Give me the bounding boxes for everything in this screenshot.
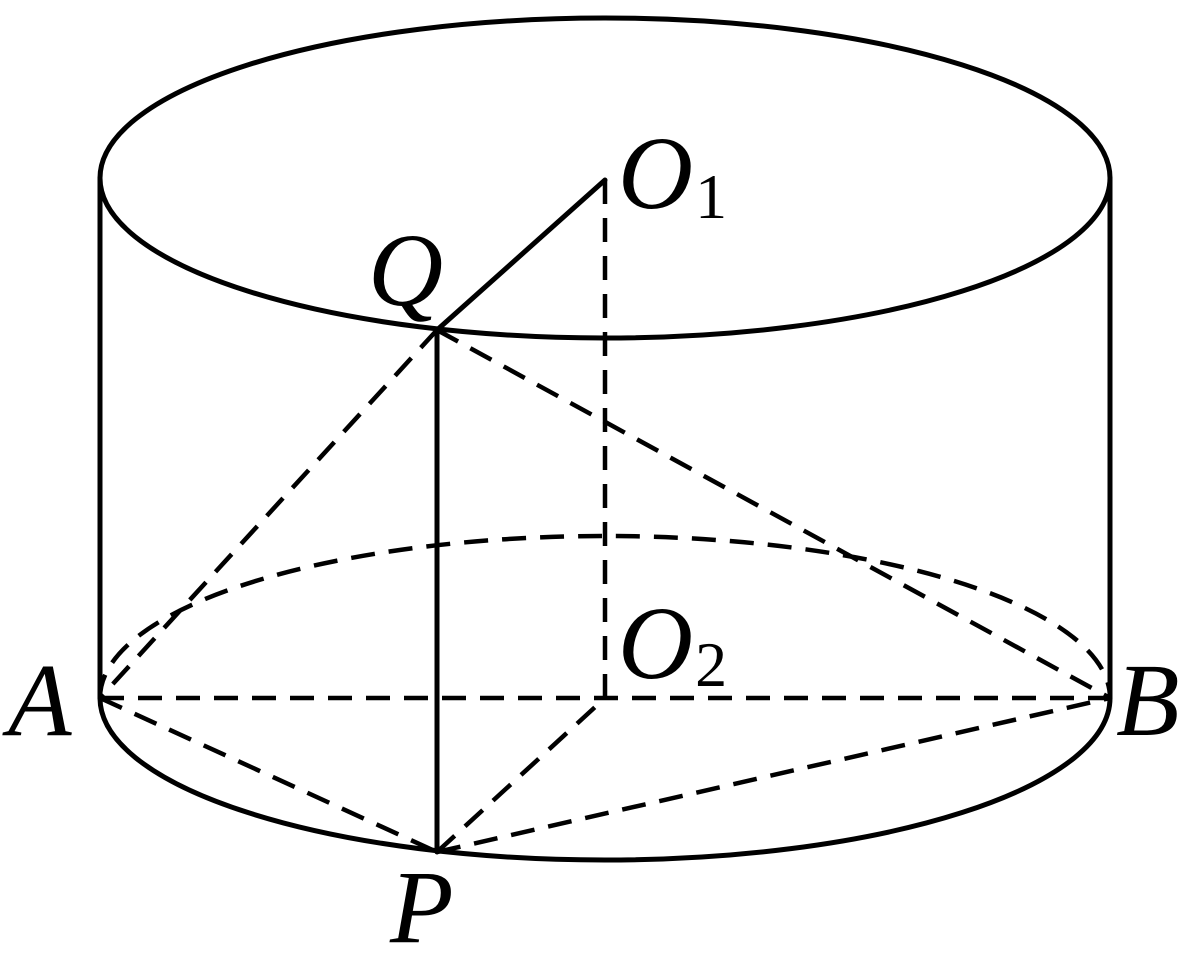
- segment-p-b: [436, 695, 1111, 855]
- label-a: A: [2, 643, 72, 758]
- label-b: B: [1116, 643, 1180, 758]
- label-o2: O2: [618, 586, 727, 701]
- segment-q-a: [98, 328, 439, 700]
- label-q: Q: [368, 213, 443, 328]
- segment-q-b: [435, 328, 1112, 700]
- segment-o1-q: [434, 177, 608, 333]
- bottom-base-front-arc: [97, 695, 1113, 863]
- label-p: P: [389, 850, 454, 954]
- segment-a-p: [99, 695, 438, 855]
- segment-p-o2: [435, 696, 607, 854]
- label-o1: O1: [618, 116, 727, 232]
